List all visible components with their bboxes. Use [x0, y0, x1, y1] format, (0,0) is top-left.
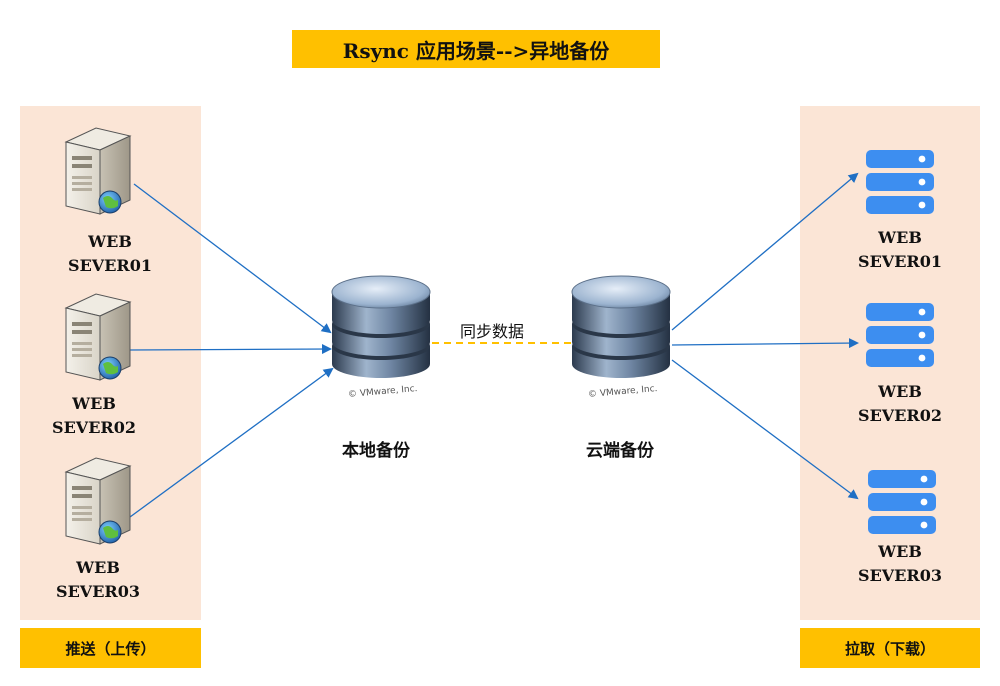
- server-id-line: SEVER02: [52, 418, 136, 437]
- tower-server-icon-01: [64, 127, 132, 215]
- rack-server-icon-03: [868, 470, 936, 534]
- tower-server-icon-02: [64, 293, 132, 381]
- arrow-sever02-to-local: [129, 344, 332, 355]
- diagram-title: Rsync 应用场景-->异地备份: [292, 30, 660, 68]
- cloud-backup-label: 云端备份: [586, 441, 654, 461]
- local-backup-database-icon: [331, 275, 431, 378]
- rack-server-icon-01: [866, 150, 934, 214]
- right-server-label-01: WEB SEVER01: [830, 226, 970, 274]
- server-id-line: SEVER03: [858, 566, 942, 585]
- server-name-line: WEB: [76, 558, 120, 577]
- server-id-line: SEVER01: [68, 256, 152, 275]
- server-name-line: WEB: [878, 382, 922, 401]
- server-id-line: SEVER01: [858, 252, 942, 271]
- right-server-label-03: WEB SEVER03: [830, 540, 970, 588]
- pull-download-label: 拉取（下载）: [800, 628, 980, 668]
- server-name-line: WEB: [878, 228, 922, 247]
- arrow-cloud-to-sever02: [671, 338, 859, 349]
- server-name-line: WEB: [88, 232, 132, 251]
- arrow-sever01-to-local: [133, 183, 332, 334]
- left-server-label-01: WEB SEVER01: [40, 230, 180, 278]
- arrow-sever03-to-local: [129, 367, 334, 518]
- left-server-label-02: WEB SEVER02: [24, 392, 164, 440]
- left-server-label-03: WEB SEVER03: [28, 556, 168, 604]
- push-upload-label: 推送（上传）: [20, 628, 201, 668]
- arrow-cloud-to-sever01: [671, 172, 859, 331]
- local-backup-label: 本地备份: [342, 441, 410, 461]
- server-name-line: WEB: [878, 542, 922, 561]
- server-name-line: WEB: [72, 394, 116, 413]
- rack-server-icon-02: [866, 303, 934, 367]
- arrow-cloud-to-sever03: [671, 359, 859, 500]
- server-id-line: SEVER03: [56, 582, 140, 601]
- tower-server-icon-03: [64, 457, 132, 545]
- sync-data-label: 同步数据: [460, 322, 525, 341]
- right-server-label-02: WEB SEVER02: [830, 380, 970, 428]
- server-id-line: SEVER02: [858, 406, 942, 425]
- cloud-backup-database-icon: [571, 275, 671, 378]
